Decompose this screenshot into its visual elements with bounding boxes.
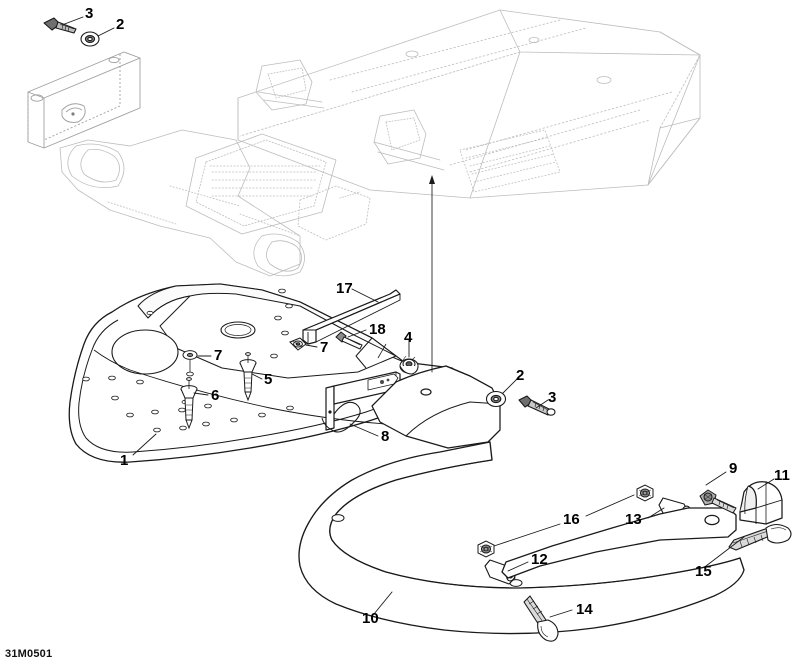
belly-pan xyxy=(68,283,458,463)
bolt-9 xyxy=(699,489,737,514)
callout-3-upper: 3 xyxy=(85,5,94,22)
callout-15: 15 xyxy=(695,563,712,580)
callout-3-mid: 3 xyxy=(548,389,557,406)
washer-upper-left xyxy=(80,31,100,47)
grommet-nut xyxy=(399,355,419,375)
washer-mid xyxy=(485,390,507,408)
bumper-mount-bar xyxy=(501,507,737,579)
callout-13: 13 xyxy=(625,511,642,528)
callout-10: 10 xyxy=(362,610,379,627)
rivet-push-6 xyxy=(180,377,198,430)
callout-18: 18 xyxy=(369,321,386,338)
callout-8: 8 xyxy=(381,428,390,445)
callout-5: 5 xyxy=(264,371,273,388)
callout-2-mid: 2 xyxy=(516,367,525,384)
callout-17: 17 xyxy=(336,280,353,297)
washer-left xyxy=(182,350,198,377)
callout-11: 11 xyxy=(774,467,790,484)
bolt-14 xyxy=(523,595,559,642)
callout-2-upper: 2 xyxy=(116,16,125,33)
callout-7-right: 7 xyxy=(320,339,329,356)
bolt-15 xyxy=(728,523,792,551)
screw-mid xyxy=(518,395,556,416)
callout-1: 1 xyxy=(120,452,129,469)
callout-6: 6 xyxy=(211,387,220,404)
diagram-code: 31M0501 xyxy=(5,648,53,660)
callout-4: 4 xyxy=(404,329,413,346)
bumper-cap xyxy=(739,481,783,525)
rivet-small xyxy=(335,331,363,350)
screw-upper-left xyxy=(43,17,77,34)
trim-rail xyxy=(302,289,401,345)
callout-7-left: 7 xyxy=(214,347,223,364)
rivet-push-5 xyxy=(239,352,257,402)
callout-9: 9 xyxy=(729,460,738,477)
locknut-16 xyxy=(477,484,654,558)
bracket-plate xyxy=(321,371,401,433)
washer-right xyxy=(289,337,307,351)
callout-14: 14 xyxy=(576,601,593,618)
bumper-mount-arm xyxy=(371,365,501,449)
callout-12: 12 xyxy=(531,551,548,568)
leader-lines xyxy=(61,16,775,618)
callout-16: 16 xyxy=(563,511,580,528)
